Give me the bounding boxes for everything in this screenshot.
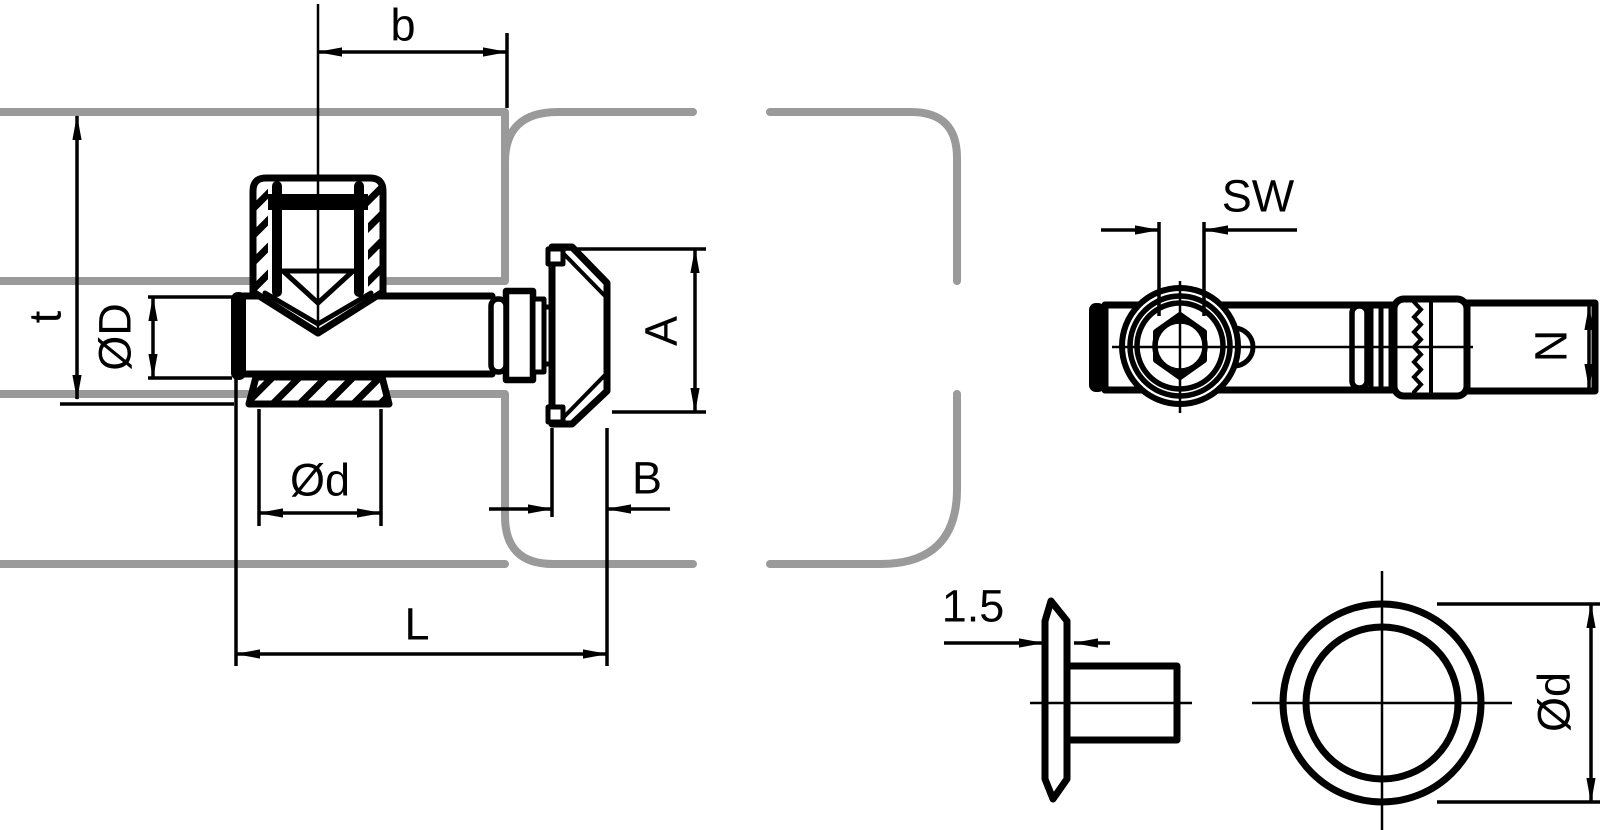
t-head-notch-bottom — [545, 404, 566, 425]
dim-D-extensions — [148, 295, 232, 380]
t-head-chamfers — [558, 248, 606, 423]
dim-label-b: b — [390, 0, 415, 51]
dim-label-SW: SW — [1222, 171, 1295, 222]
view-top: SW N — [1089, 171, 1599, 413]
bolt-head-hatch-right — [368, 184, 380, 291]
dim-dwasher-extensions — [1437, 602, 1600, 804]
dim-label-N: N — [1526, 330, 1577, 363]
dim-label-thickness: 1.5 — [942, 581, 1005, 632]
dim-label-dwasher: Ød — [1529, 672, 1580, 732]
top-view-t-head — [1463, 299, 1599, 395]
ring-section — [502, 287, 537, 384]
shaft-end-cap — [231, 292, 246, 380]
t-head — [548, 243, 611, 428]
t-head-notch-top — [545, 246, 566, 267]
dim-label-A: A — [636, 316, 687, 346]
profile-tube-outline — [501, 108, 961, 568]
view-washer-front: Ød — [1252, 571, 1600, 830]
top-view-end-cap — [1089, 303, 1105, 392]
dim-A-extensions — [560, 247, 706, 414]
dim-label-B: B — [632, 453, 662, 504]
groove — [488, 296, 509, 375]
dim-label-d: Ød — [290, 455, 350, 506]
dim-label-D: ØD — [90, 303, 141, 371]
dim-label-L: L — [404, 599, 429, 650]
dim-L-extensions — [234, 379, 609, 666]
dim-label-t: t — [20, 310, 71, 323]
dim-d-extensions — [257, 409, 383, 526]
bolt-head-hatch-left — [256, 184, 268, 291]
dim-SW-extensions — [1157, 222, 1206, 316]
view-washer-side: 1.5 — [942, 581, 1192, 803]
washer-flange-side — [1041, 597, 1071, 803]
view-section: b t ØD Ød L A B — [20, 0, 706, 666]
washer-hatch — [249, 377, 389, 404]
